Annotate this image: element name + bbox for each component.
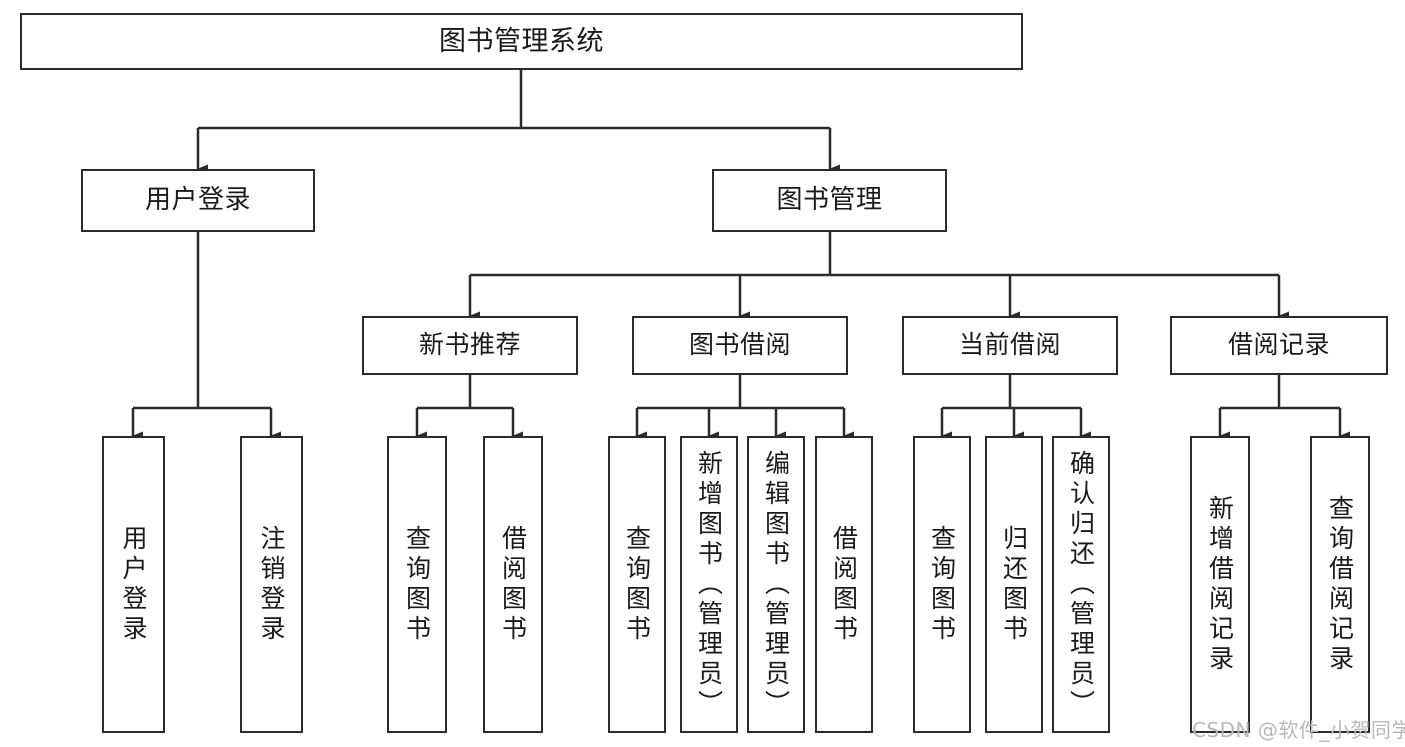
node-label: 查询借阅记录 (1325, 494, 1355, 675)
node-label: 当前借阅 (958, 330, 1061, 360)
connector-lines (131, 70, 1350, 441)
node-label: 归还图书 (999, 524, 1029, 645)
node-label: 图书管理 (776, 184, 883, 215)
leaf-node-add-record[interactable]: 新增借阅记录 (1190, 436, 1250, 733)
node-label: 借阅图书 (498, 524, 528, 645)
leaf-node-confirm-return[interactable]: 确认归还（管理员） (1052, 436, 1110, 733)
leaf-node-borrow-book-2[interactable]: 借阅图书 (815, 436, 873, 733)
node-borrow-record[interactable]: 借阅记录 (1170, 316, 1388, 375)
node-label: 查询图书 (402, 524, 432, 645)
node-label: 查询图书 (622, 524, 652, 645)
leaf-node-borrow-book-1[interactable]: 借阅图书 (483, 436, 543, 733)
node-label: 用户登录 (144, 184, 251, 215)
leaf-node-add-book[interactable]: 新增图书（管理员） (680, 436, 738, 733)
leaf-node-return-book[interactable]: 归还图书 (985, 436, 1043, 733)
node-label: 注销登录 (257, 524, 286, 645)
node-label: 确认归还（管理员） (1066, 449, 1096, 720)
node-user-login[interactable]: 用户登录 (81, 169, 315, 232)
node-root-system[interactable]: 图书管理系统 (20, 13, 1023, 70)
node-label: 借阅图书 (829, 524, 859, 645)
leaf-node-query-record[interactable]: 查询借阅记录 (1310, 436, 1370, 733)
node-book-borrow[interactable]: 图书借阅 (632, 316, 848, 375)
node-label: 新增图书（管理员） (694, 449, 724, 720)
node-label: 图书管理系统 (439, 25, 604, 57)
leaf-node-edit-book[interactable]: 编辑图书（管理员） (747, 436, 805, 733)
node-new-book-recommend[interactable]: 新书推荐 (362, 316, 578, 375)
node-label: 用户登录 (119, 524, 148, 645)
leaf-node-user-login[interactable]: 用户登录 (102, 436, 165, 733)
leaf-node-query-book-3[interactable]: 查询图书 (913, 436, 971, 733)
node-book-manage[interactable]: 图书管理 (712, 169, 947, 232)
node-label: 借阅记录 (1227, 330, 1330, 360)
leaf-node-query-book-2[interactable]: 查询图书 (608, 436, 666, 733)
node-label: 编辑图书（管理员） (761, 449, 791, 720)
node-label: 查询图书 (927, 524, 957, 645)
node-label: 新书推荐 (418, 330, 521, 360)
node-current-borrow[interactable]: 当前借阅 (902, 316, 1118, 375)
node-label: 图书借阅 (688, 330, 791, 360)
leaf-node-user-logout[interactable]: 注销登录 (240, 436, 303, 733)
node-label: 新增借阅记录 (1205, 494, 1235, 675)
leaf-node-query-book-1[interactable]: 查询图书 (387, 436, 447, 733)
